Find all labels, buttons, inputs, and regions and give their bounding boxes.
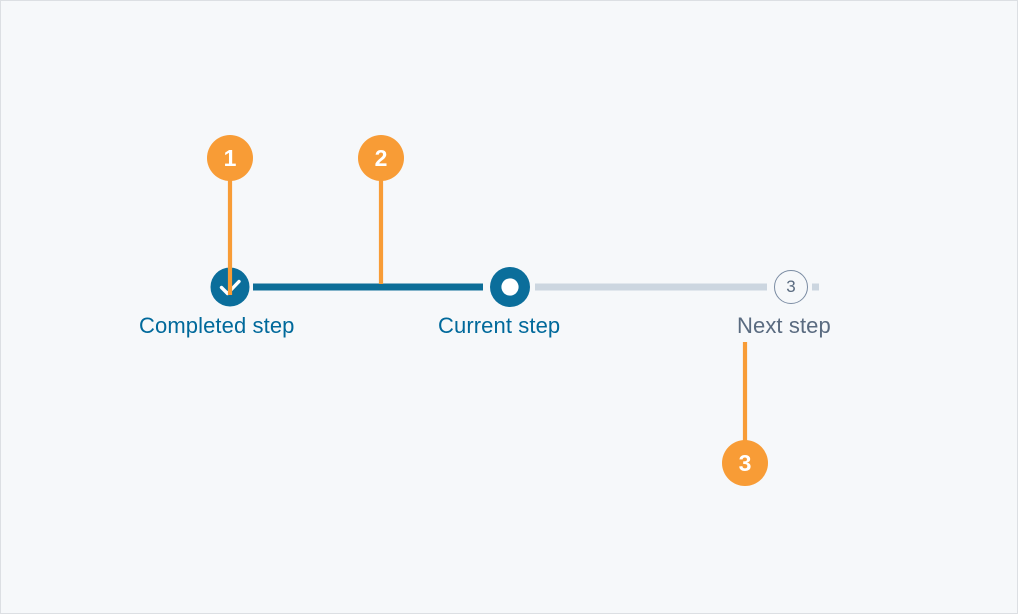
- step-label-completed[interactable]: Completed step: [139, 313, 295, 338]
- current-step-inner-dot-icon: [501, 278, 519, 296]
- callout-badge-3-number: 3: [738, 449, 752, 476]
- callout-badge-1[interactable]: 1: [207, 135, 253, 181]
- callout-badge-2-number: 2: [374, 144, 388, 171]
- next-step-number: 3: [786, 277, 796, 296]
- check-icon: [219, 279, 241, 296]
- step-label-next[interactable]: Next step: [737, 313, 831, 338]
- step-label-current[interactable]: Current step: [438, 313, 561, 338]
- next-step-circle[interactable]: 3: [774, 270, 808, 304]
- callout-badge-3[interactable]: 3: [722, 440, 768, 486]
- callout-badge-1-number: 1: [223, 144, 237, 171]
- callout-badge-2[interactable]: 2: [358, 135, 404, 181]
